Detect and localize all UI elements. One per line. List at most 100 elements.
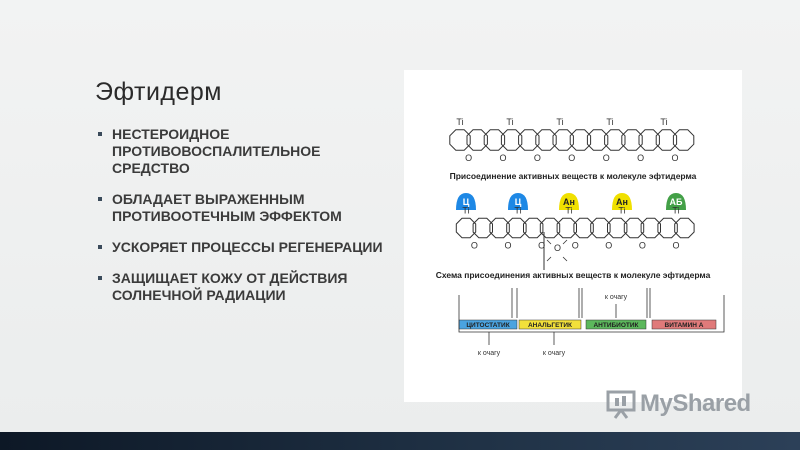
badge-shape bbox=[666, 193, 686, 210]
bullet-text: Нестероидное противовоспалительное средс… bbox=[112, 126, 321, 176]
bullet-item: Ускоряет процессы регенерации bbox=[98, 239, 398, 256]
ring-shape bbox=[518, 129, 540, 151]
titanium-label: Ti bbox=[606, 117, 613, 127]
ring-shape bbox=[506, 217, 527, 239]
ring-shape bbox=[472, 217, 493, 239]
release-scheme: ЦИТОСТАТИК АНАЛЬГЕТИК АНТИБИОТИК ВИТАМИН А к… bbox=[458, 288, 725, 357]
badge-shape bbox=[559, 193, 579, 210]
caption-scheme: Схема присоединения активных веществ к м… bbox=[436, 270, 711, 280]
ring-shape bbox=[556, 217, 577, 239]
oxygen-label: O bbox=[672, 241, 679, 251]
slide-title: Эфтидерм bbox=[95, 78, 222, 106]
ring-shape bbox=[455, 217, 477, 239]
agent-label: АНАЛЬГЕТИК bbox=[528, 322, 572, 329]
oxygen-label: O bbox=[639, 241, 646, 251]
titanium-label: Ti bbox=[456, 117, 463, 127]
ring-shape bbox=[672, 129, 695, 151]
ring-shape bbox=[640, 217, 661, 239]
bracket-line bbox=[458, 295, 725, 333]
focus-label: к очагу bbox=[605, 294, 628, 301]
titanium-label: Ti bbox=[514, 206, 521, 216]
ring-shape bbox=[607, 217, 628, 239]
bullet-item: Обладает выраженным противоотечным эффек… bbox=[98, 191, 398, 225]
oxygen-label: O bbox=[568, 153, 575, 163]
badge-shape bbox=[508, 193, 528, 210]
bullet-item: Нестероидное противовоспалительное средс… bbox=[98, 126, 398, 177]
bullet-square-icon bbox=[98, 132, 102, 136]
oxygen-label: O bbox=[538, 241, 545, 251]
ring-shape bbox=[466, 129, 488, 151]
ring-shape bbox=[638, 129, 660, 151]
watermark-text: MyShared bbox=[640, 390, 751, 417]
bullet-item: Защищает кожу от действия солнечной ради… bbox=[98, 270, 398, 304]
ring-shape bbox=[604, 129, 626, 151]
oxygen-label: O bbox=[465, 153, 472, 163]
oxygen-label: O bbox=[605, 241, 612, 251]
ring-shape bbox=[569, 129, 592, 151]
bullet-text: Защищает кожу от действия солнечной ради… bbox=[112, 270, 348, 303]
polymer-chain-top bbox=[449, 129, 695, 151]
ring-shape bbox=[655, 129, 678, 151]
oxygen-radical-label: O bbox=[554, 243, 561, 253]
titanium-label: Ti bbox=[618, 206, 625, 216]
titanium-label: Ti bbox=[672, 206, 679, 216]
oxygen-label: O bbox=[637, 153, 644, 163]
ring-shape bbox=[483, 129, 506, 151]
bullet-text: Ускоряет процессы регенерации bbox=[112, 239, 383, 255]
agent-label: ЦИТОСТАТИК bbox=[466, 322, 509, 329]
badge-label: АБ bbox=[670, 197, 683, 207]
oxygen-label: O bbox=[504, 241, 511, 251]
oxygen-label: O bbox=[603, 153, 610, 163]
oxygen-label: O bbox=[572, 241, 579, 251]
titanium-label: Ti bbox=[462, 206, 469, 216]
ring-shape bbox=[623, 217, 645, 239]
radical-arrows-icon bbox=[546, 239, 568, 262]
ring-shape bbox=[590, 217, 611, 239]
ring-shape bbox=[535, 129, 557, 151]
focus-label: к очагу bbox=[478, 350, 501, 357]
ring-shape bbox=[523, 217, 544, 239]
agent-block bbox=[518, 319, 582, 330]
ring-shape bbox=[621, 129, 643, 151]
oxygen-label: O bbox=[499, 153, 506, 163]
ring-shape bbox=[500, 129, 523, 151]
bullet-text: Обладает выраженным противоотечным эффек… bbox=[112, 191, 342, 224]
ring-shape bbox=[489, 217, 510, 239]
badge-shape bbox=[612, 193, 632, 210]
titanium-label: Ti bbox=[660, 117, 667, 127]
ring-shape bbox=[573, 217, 594, 239]
badge-label: Ц bbox=[463, 197, 470, 207]
ring-shape bbox=[449, 129, 471, 151]
polymer-chain-middle bbox=[455, 217, 695, 239]
titanium-label: Ti bbox=[556, 117, 563, 127]
badge-shape bbox=[456, 193, 476, 210]
oxygen-label: O bbox=[534, 153, 541, 163]
caption-attachment: Присоединение активных веществ к молекул… bbox=[450, 171, 697, 181]
badge-label: Ц bbox=[515, 197, 522, 207]
oxygen-label: O bbox=[471, 241, 478, 251]
bullet-square-icon bbox=[98, 276, 102, 280]
agent-label: АНТИБИОТИК bbox=[593, 322, 638, 329]
ring-shape bbox=[586, 129, 609, 151]
agent-label: ВИТАМИН А bbox=[665, 322, 704, 329]
bullet-square-icon bbox=[98, 197, 102, 201]
titanium-label: Ti bbox=[565, 206, 572, 216]
watermark-logo: MyShared bbox=[606, 388, 751, 420]
bullet-list: Нестероидное противовоспалительное средс… bbox=[98, 126, 398, 318]
badge-label: Ан bbox=[563, 197, 575, 207]
presentation-board-icon bbox=[606, 390, 636, 419]
agent-block bbox=[651, 319, 717, 330]
agent-block bbox=[585, 319, 647, 330]
bullet-square-icon bbox=[98, 245, 102, 249]
ring-shape bbox=[657, 217, 678, 239]
ring-shape bbox=[539, 217, 561, 239]
badge-label: Ан bbox=[616, 197, 628, 207]
ring-shape bbox=[552, 129, 574, 151]
focus-label: к очагу bbox=[543, 350, 566, 357]
oxygen-label: O bbox=[671, 153, 678, 163]
footer-bar bbox=[0, 432, 800, 450]
titanium-label: Ti bbox=[506, 117, 513, 127]
ring-shape bbox=[674, 217, 695, 239]
